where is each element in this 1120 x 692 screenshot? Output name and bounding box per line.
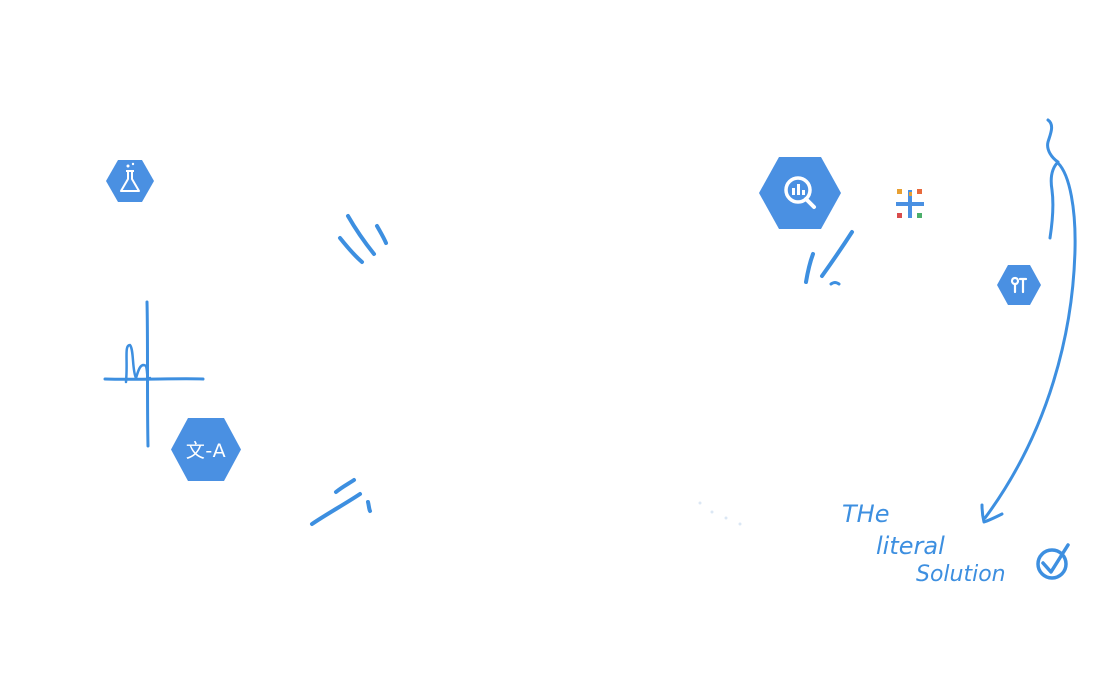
handwritten-note: THe literal Solution — [842, 500, 1070, 587]
tick-marks-top-left — [338, 214, 388, 264]
brace-arrow-sketch — [980, 118, 1077, 524]
translate-icon: 文-A — [171, 418, 241, 481]
check-circle-icon — [1036, 543, 1070, 580]
lab-flask-icon — [106, 160, 154, 202]
tick-marks-right — [804, 230, 854, 286]
tableau-plus-icon — [896, 189, 924, 218]
handwritten-line-1: THe — [842, 500, 889, 528]
handwritten-line-2: literal — [876, 532, 945, 560]
handwritten-line-3: Solution — [916, 562, 1006, 587]
tick-marks-bottom-left — [310, 478, 372, 526]
translate-label: 文-A — [185, 440, 227, 462]
crosshair-sketch — [103, 300, 205, 448]
faint-smudge — [698, 501, 742, 526]
bigquery-icon — [759, 157, 841, 229]
data-icon — [997, 265, 1041, 305]
